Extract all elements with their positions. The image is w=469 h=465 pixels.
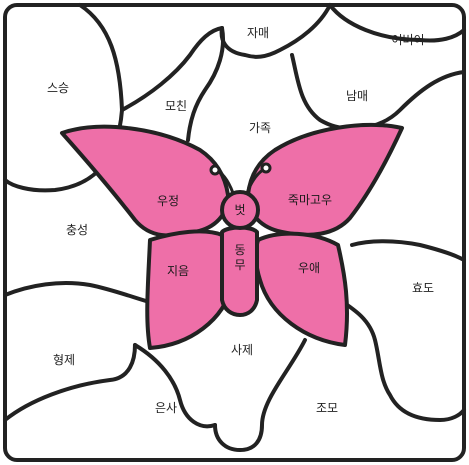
label-uae: 우애 (298, 262, 320, 274)
label-hyeongje: 형제 (53, 354, 75, 366)
label-eobeoi: 어버이 (391, 34, 424, 46)
label-jomo: 조모 (316, 402, 338, 414)
label-beot: 벗 (234, 204, 245, 216)
label-jieum: 지음 (167, 265, 189, 277)
label-ujeong: 우정 (157, 195, 179, 207)
region-line-jomo (340, 300, 464, 420)
label-samje: 사제 (231, 344, 253, 356)
region-line-jamae (222, 5, 330, 57)
region-line-samje (215, 340, 305, 450)
label-mochin: 모친 (165, 100, 187, 112)
label-seuseung: 스승 (47, 82, 69, 94)
butterfly-shape (62, 125, 402, 348)
antenna-tip-left (211, 166, 219, 174)
region-line-chungseong (5, 283, 160, 305)
antenna-tip-right (262, 164, 270, 172)
label-dongmu: 동 무 (234, 243, 245, 273)
region-line-hyodo (352, 241, 464, 260)
label-eunsa: 은사 (155, 402, 177, 414)
wing-jukmagou (248, 125, 402, 235)
region-line-nammae (292, 55, 464, 129)
label-nammae: 남매 (346, 90, 368, 102)
label-jukmagou: 죽마고우 (288, 194, 332, 206)
label-jamae: 자매 (247, 27, 269, 39)
wing-uae (256, 234, 347, 345)
label-chungseong: 충성 (66, 224, 88, 236)
label-hyodo: 효도 (412, 282, 434, 294)
region-line-mochin (122, 28, 223, 140)
label-gajok: 가족 (249, 122, 271, 134)
